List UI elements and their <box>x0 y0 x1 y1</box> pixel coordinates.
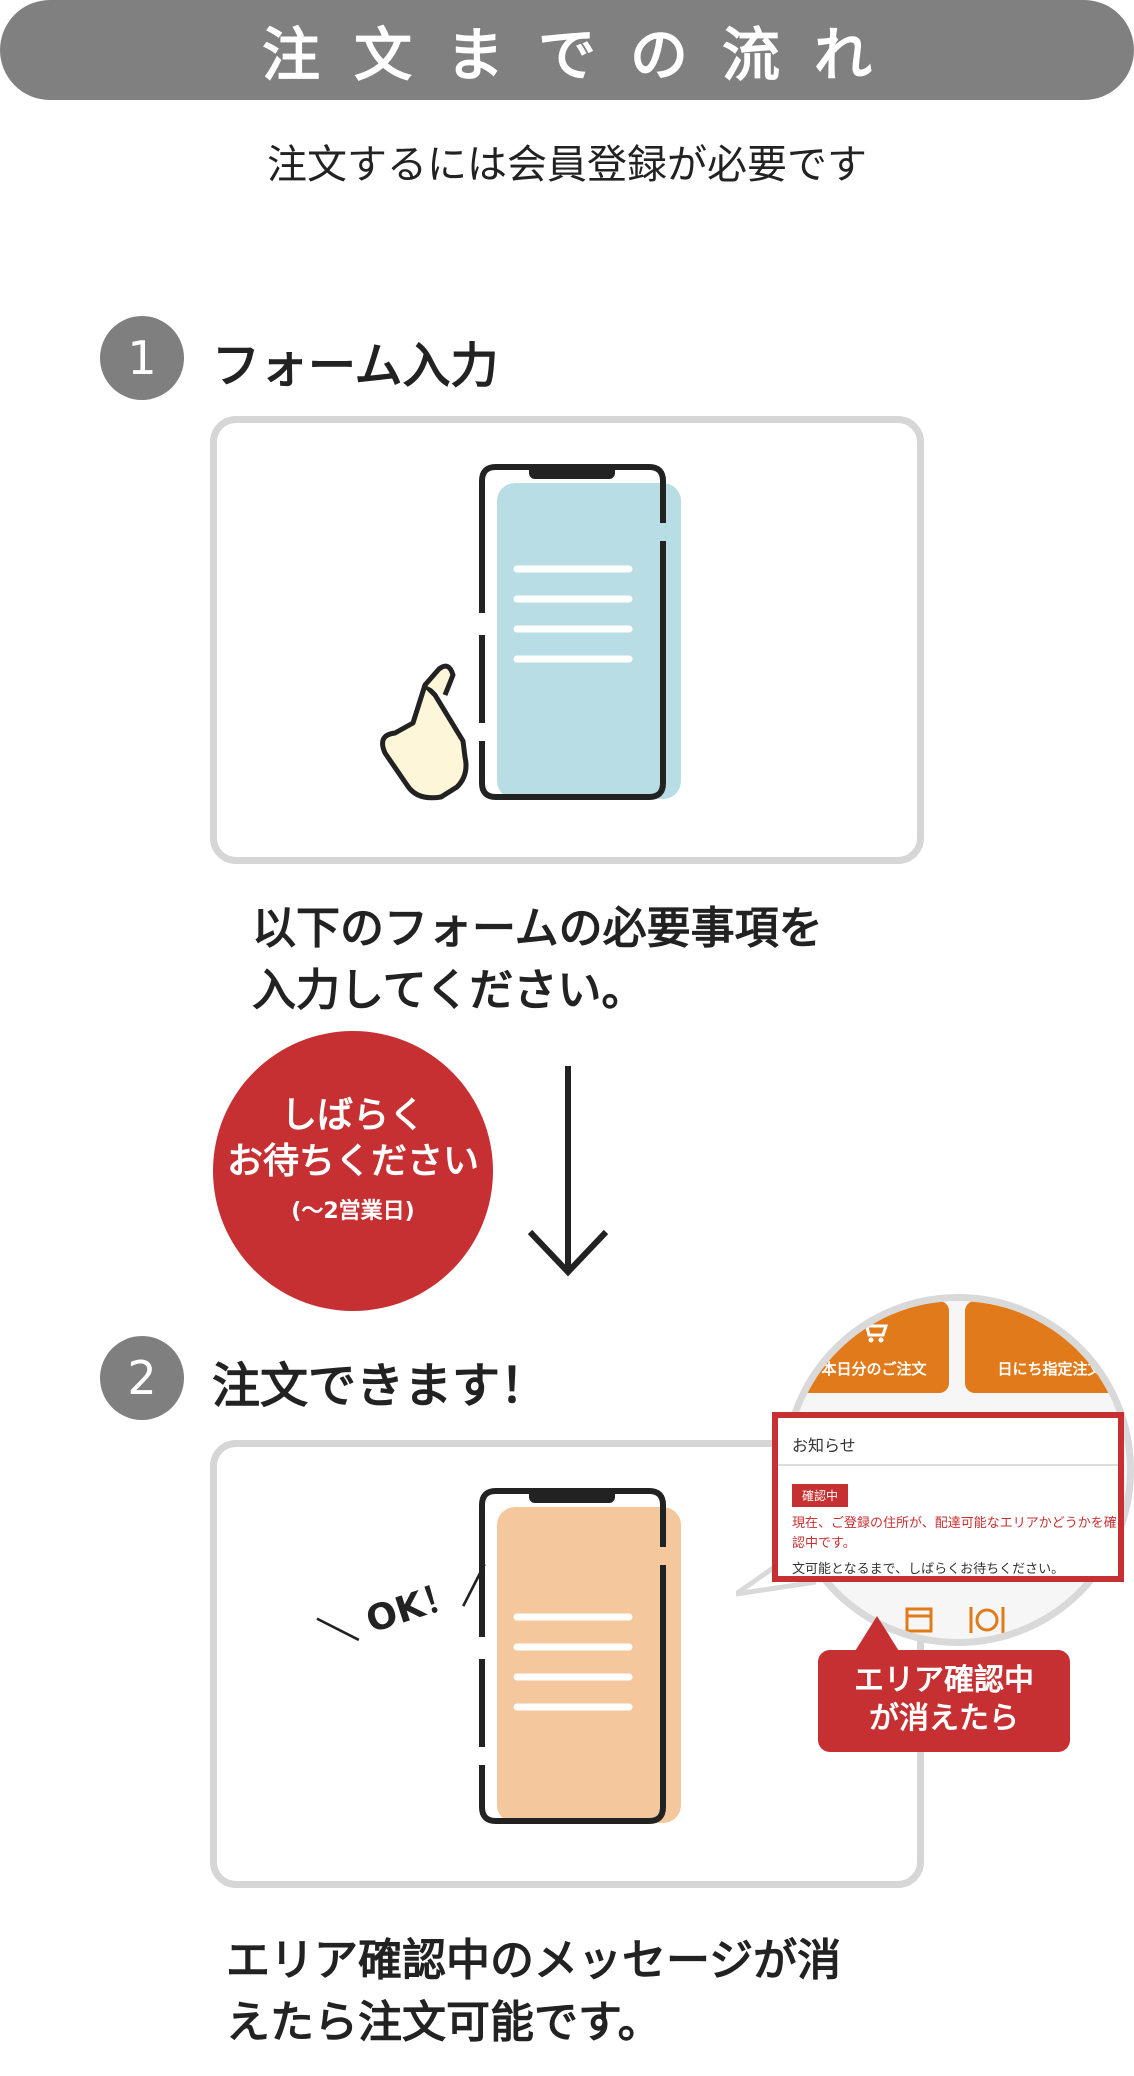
phone-ok-illustration <box>479 1488 681 1824</box>
step-2-number: 2 <box>100 1336 184 1420</box>
calendar-icon <box>905 1607 933 1633</box>
notice-divider <box>778 1464 1118 1466</box>
area-check-caption: エリア確認中 が消えたら <box>818 1650 1070 1752</box>
cutlery-icon <box>969 1607 1005 1633</box>
down-arrow-icon <box>527 1066 609 1277</box>
phone-form-illustration <box>380 464 681 801</box>
pointing-hand-icon <box>380 663 469 801</box>
today-order-label: 本日分のご注文 <box>821 1360 927 1378</box>
wait-badge-line2: お待ちください <box>226 1141 479 1182</box>
step-2-illustration-box <box>210 1440 924 1888</box>
wait-badge: しばらく お待ちください (〜2営業日) <box>213 1031 493 1311</box>
step-2-title: 注文できます！ <box>212 1358 549 1414</box>
step-1-title: フォーム入力 <box>212 338 499 394</box>
area-check-caption-line2: が消えたら <box>869 1701 1019 1736</box>
caption-pointer <box>852 1616 902 1656</box>
section-title-banner: 注文までの流れ <box>0 0 1134 100</box>
step-1-number: 1 <box>100 316 184 400</box>
step-1-description: 以下のフォームの必要事項を 入力してください。 <box>252 898 952 1022</box>
page-title: 注文までの流れ <box>261 21 906 89</box>
wait-badge-duration: (〜2営業日) <box>291 1199 415 1224</box>
notice-panel: お知らせ 確認中 現在、ご登録の住所が、配達可能なエリアかどうかを確認中です。 … <box>772 1412 1124 1582</box>
step-1-illustration-box <box>210 416 924 864</box>
step-1-description-line1: 以下のフォームの必要事項を <box>252 903 823 954</box>
cart-icon <box>861 1321 889 1343</box>
today-order-button[interactable]: 本日分のご注文 <box>799 1301 949 1393</box>
registration-note: 注文するには会員登録が必要です <box>267 142 867 188</box>
step-2-description: エリア確認中のメッセージが消 えたら注文可能です。 <box>226 1930 1086 2054</box>
bottom-nav-icons <box>905 1607 1005 1633</box>
date-order-label: 日にち指定注文 <box>997 1360 1103 1378</box>
status-badge: 確認中 <box>792 1484 849 1507</box>
notice-message-red: 現在、ご登録の住所が、配達可能なエリアかどうかを確認中です。 <box>792 1516 1117 1551</box>
wait-badge-line1: しばらく <box>280 1095 425 1136</box>
date-order-button[interactable]: 日にち指定注文 <box>965 1301 1127 1393</box>
area-check-caption-line1: エリア確認中 <box>854 1663 1034 1698</box>
notice-title: お知らせ <box>792 1436 856 1455</box>
step-1-description-line2: 入力してください。 <box>252 965 646 1016</box>
step-2-description-line2: えたら注文可能です。 <box>226 1997 662 2048</box>
notice-message: 文可能となるまで、しばらくお待ちください。 <box>792 1562 1065 1577</box>
step-2-description-line1: エリア確認中のメッセージが消 <box>226 1935 842 1986</box>
